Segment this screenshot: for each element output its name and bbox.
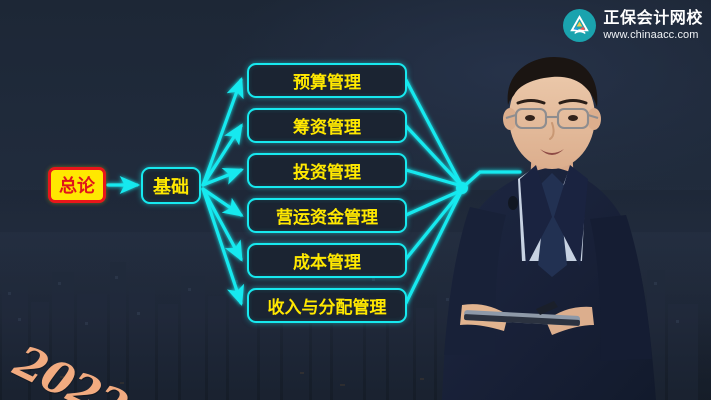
connector-base-to-branch-5 <box>201 187 243 262</box>
node-branch-label: 成本管理 <box>293 253 361 272</box>
node-intro-label: 总论 <box>59 176 95 196</box>
connector-hub-to-right <box>460 170 522 190</box>
node-base[interactable]: 基础 <box>141 167 201 204</box>
chinaacc-book-logo-icon <box>563 9 597 42</box>
node-branch-label: 营运资金管理 <box>276 208 378 227</box>
node-branch-label: 收入与分配管理 <box>267 298 387 317</box>
node-branch-investment-management[interactable]: 投资管理 <box>247 153 407 188</box>
connector-branch-4-to-hub <box>404 188 464 217</box>
connector-branch-3-to-hub <box>404 168 464 188</box>
node-branch-label: 筹资管理 <box>293 118 361 137</box>
connector-base-to-branch-3 <box>201 168 244 187</box>
connector-branch-1-to-hub <box>404 78 464 188</box>
node-base-label: 基础 <box>153 176 189 197</box>
connector-base-to-branch-2 <box>201 123 243 187</box>
connector-branch-2-to-hub <box>404 124 464 188</box>
brand-name: 正保会计网校 <box>603 9 703 27</box>
brand-url: www.chinaacc.com <box>603 28 699 41</box>
connector-base-to-branch-1 <box>201 76 244 187</box>
connector-branch-5-to-hub <box>404 188 464 261</box>
node-branch-working-capital-management[interactable]: 营运资金管理 <box>247 198 407 233</box>
connector-branch-6-to-hub <box>404 188 464 305</box>
connector-base-to-branch-4 <box>201 187 244 217</box>
connector-base-to-branch-6 <box>201 187 245 307</box>
node-branch-cost-management[interactable]: 成本管理 <box>247 243 407 278</box>
node-branch-label: 预算管理 <box>293 73 361 92</box>
node-branch-budget-management[interactable]: 预算管理 <box>247 63 407 98</box>
presenter-figure <box>442 57 656 400</box>
brand-logo[interactable]: 正保会计网校 www.chinaacc.com <box>563 9 703 42</box>
node-branch-label: 投资管理 <box>293 163 361 182</box>
node-branch-financing-management[interactable]: 筹资管理 <box>247 108 407 143</box>
node-branch-revenue-distribution-management[interactable]: 收入与分配管理 <box>247 288 407 323</box>
converge-node <box>456 182 468 194</box>
brand-logo-text: 正保会计网校 www.chinaacc.com <box>603 9 703 41</box>
node-intro[interactable]: 总论 <box>48 167 106 203</box>
